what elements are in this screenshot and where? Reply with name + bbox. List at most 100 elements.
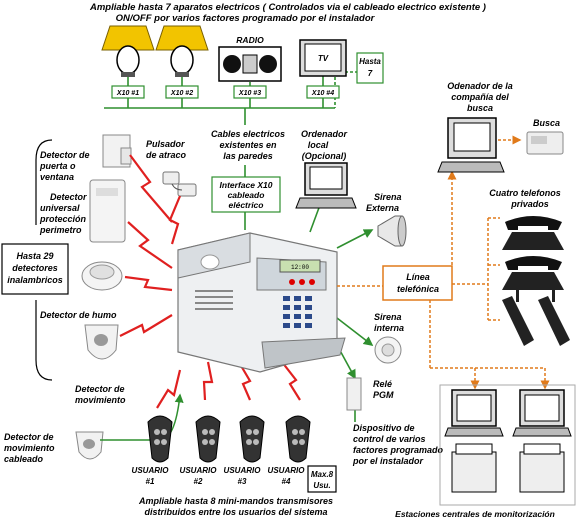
siren-int-line2: interna [374,323,404,333]
device-line4: por el instalador [352,456,424,466]
alarm-control-panel [177,232,346,373]
wireless-signals [119,154,301,409]
wired-motion-line3: cableado [4,454,44,464]
panic-line2: de atraco [146,150,187,160]
siren-ext-line2: Externa [366,203,399,213]
lamp-icon-1 [101,25,155,77]
detectors-count-box [1,243,69,295]
user-label-3: USUARIO [224,466,262,475]
remotes-caption-line1: Ampliable hasta 8 mini-mandos transmisor… [138,496,333,506]
x10-module-2: X10 #2 [165,85,199,99]
remote-keyfob-icon-3 [239,415,265,463]
cables-line2: existentes en [219,140,277,150]
user-number-4: #4 [282,477,291,486]
user-number-1: #1 [146,477,155,486]
lamp-icon-2 [155,25,209,77]
x10-module-4: X10 #4 [306,85,340,99]
smoke-label: Detector de humo [40,310,117,320]
phone-wiring [337,135,550,390]
radio-icon [218,46,282,82]
cables-line1: Cables electricos [211,129,285,139]
left-box-line3: inalambricos [7,275,63,285]
cables-line3: las paredes [223,151,273,161]
interface-line1: Interface X10 [220,180,273,190]
pager-company-line2: compañía del [451,92,509,102]
hasta7-line1: Hasta [359,57,381,66]
motion-line2: movimiento [75,395,126,405]
left-box-line2: detectores [12,263,58,273]
relay-line2: PGM [373,390,394,400]
local-pc-line1: Ordenador [301,129,348,139]
user-number-3: #3 [238,477,247,486]
device-line2: control de varios [353,434,426,444]
wired-motion-line2: movimiento [4,443,55,453]
panic-button-icon [162,171,197,197]
x10-label-2: X10 #2 [170,90,193,97]
interface-line3: eléctrico [229,200,264,210]
siren-int-line1: Sirena [374,312,402,322]
remote-keyfob-icon-1 [147,415,173,463]
interface-x10-box [211,176,281,213]
internal-siren-icon [374,336,402,364]
monitoring-frame [439,384,576,506]
pager-icon [526,131,564,155]
x10-label-3: X10 #3 [238,90,261,97]
monitoring-computer-icon-1 [444,389,504,493]
remote-keyfob-icon-2 [195,415,221,463]
wired-motion-detector-icon [75,393,184,460]
desk-phone-icon-2 [502,256,564,290]
phones-line1: Cuatro telefonos [489,188,561,198]
smoke-detector-icon [81,261,123,291]
monitoring-computer-icon-2 [512,389,572,493]
motion-line1: Detector de [75,384,125,394]
phones-line2: privados [510,199,549,209]
universal-detector-icon [89,179,126,243]
door-line2: puerta o [39,161,76,171]
pager-company-line1: Odenador de la [447,81,513,91]
local-pc-line3: (Opcional) [302,151,347,161]
max-users-line2: Usu. [313,481,330,490]
pager-company-line3: busca [467,103,493,113]
panel-display-text: 12:00 [291,264,309,271]
user-label-4: USUARIO [268,466,306,475]
device-line1: Dispositivo de [353,423,415,433]
door-line3: ventana [40,172,74,182]
x10-label-1: X10 #1 [116,90,139,97]
detectors-bracket [35,139,53,381]
universal-line1: Detector [50,192,87,202]
local-pc-line2: local [308,140,329,150]
relay-line1: Relé [373,379,392,389]
pager-company-computer-icon [437,117,505,173]
door-line1: Detector de [40,150,90,160]
door-sensor-icon [102,134,132,168]
radio-label: RADIO [236,35,264,45]
mobile-phone-icon-2 [538,290,570,346]
x10-label-4: X10 #4 [311,90,334,97]
phone-line-box [382,265,453,301]
desk-phone-icon-1 [502,216,564,250]
user-label-1: USUARIO [132,466,170,475]
max-users-line1: Max.8 [311,470,334,479]
universal-line4: perimetro [39,225,82,235]
pager-label: Busca [533,118,560,128]
x10-module-1: X10 #1 [111,85,145,99]
monitoring-label: Estaciones centrales de monitorización [395,509,555,519]
interface-line2: cableado [228,190,265,200]
panic-line1: Pulsador [146,139,185,149]
tv-label: TV [318,54,329,63]
universal-line3: protección [39,214,87,224]
x10-module-3: X10 #3 [233,85,267,99]
motion-detector-icon [84,324,119,360]
header-line1: Ampliable hasta 7 aparatos electricos ( … [89,2,486,13]
universal-line2: universal [40,203,80,213]
hasta7-line2: 7 [368,69,373,78]
local-computer-icon [295,162,357,209]
header-line2: ON/OFF por varios factores programado po… [116,13,376,24]
pgm-relay-icon [346,377,362,411]
hasta7-box [356,52,384,84]
left-box-line1: Hasta 29 [16,251,53,261]
tv-icon [299,39,347,77]
siren-ext-line1: Sirena [374,192,402,202]
phone-line-line1: Línea [406,272,430,282]
